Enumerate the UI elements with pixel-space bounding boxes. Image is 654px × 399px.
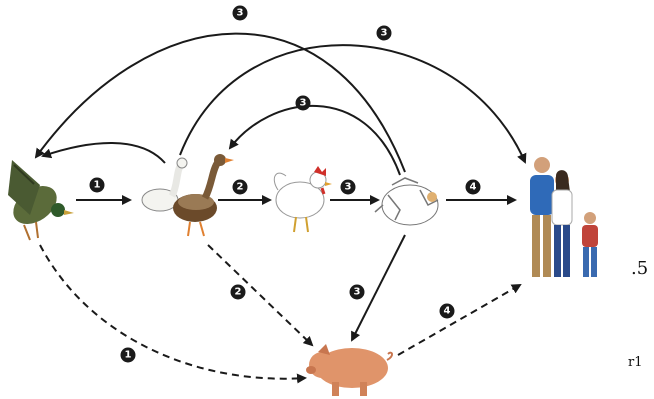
family-icon — [530, 157, 598, 277]
edge-label-geese-to-pig: 2 — [230, 284, 246, 300]
edge-processed-to-duck — [34, 32, 406, 173]
edge-label-processed-to-humans: 4 — [465, 179, 481, 195]
edge-geese-to-duck — [41, 142, 166, 164]
edge-geese-to-humans — [179, 44, 527, 164]
edge-duck-to-pig-dashed — [39, 244, 307, 384]
geese-icon — [141, 154, 234, 237]
edge-label-processed-to-chicken: 3 — [295, 95, 311, 111]
edge-processed-to-chicken — [228, 104, 401, 176]
edge-label-geese-to-chicken: 2 — [232, 179, 248, 195]
stray-text-fragment: r1 — [628, 355, 643, 370]
chicken-icon — [273, 166, 332, 233]
pig-icon — [306, 344, 393, 396]
edge-label-chicken-to-processed: 3 — [340, 179, 356, 195]
edge-label-duck-to-geese: 1 — [89, 177, 105, 193]
edge-label-processed-to-pig: 3 — [349, 284, 365, 300]
edge-label-duck-to-pig: 1 — [120, 347, 136, 363]
edge-label-geese-to-humans: 3 — [376, 25, 392, 41]
stray-text-fragment: .5 — [631, 258, 649, 279]
edge-processed-to-pig — [351, 234, 406, 342]
edge-pig-to-humans-dashed — [397, 284, 522, 356]
edge-geese-to-pig-dashed — [207, 244, 314, 347]
processed-poultry-icon — [374, 177, 439, 226]
edge-label-processed-to-duck: 3 — [232, 5, 248, 21]
edge-label-pig-to-humans: 4 — [439, 303, 455, 319]
wild-duck-icon — [8, 160, 74, 241]
